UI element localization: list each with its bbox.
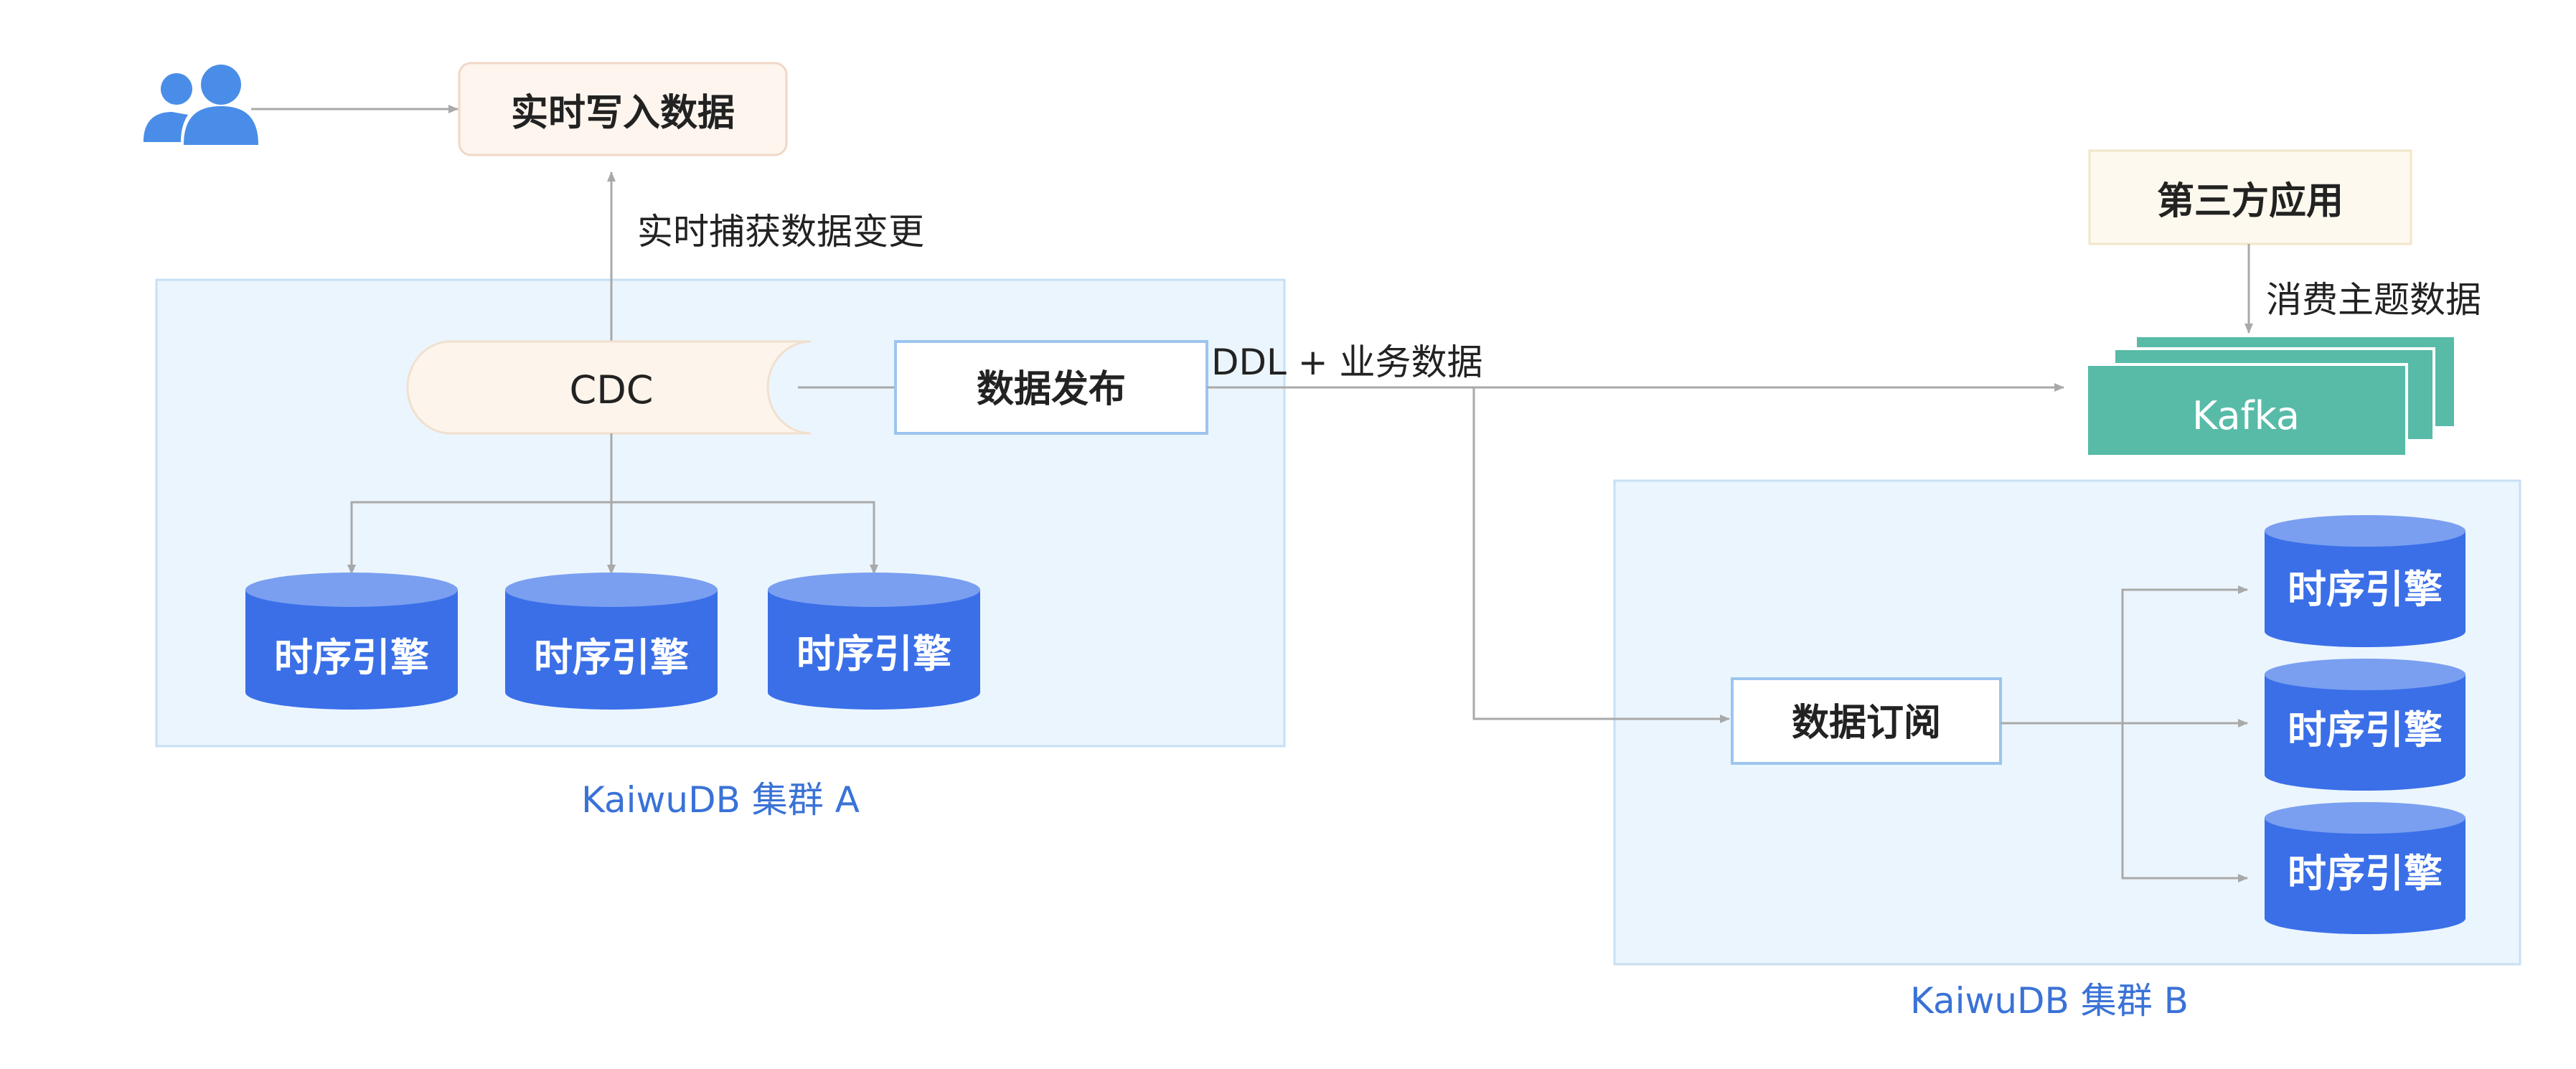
subscribe-box <box>1731 677 2002 765</box>
arrow-subscribe-to-engine-b1 <box>2121 585 2248 723</box>
kafka-text: Kafka <box>2192 393 2300 438</box>
cluster-a-label: KaiwuDB 集群 A <box>581 779 860 821</box>
engine-a1-text: 时序引擎 <box>274 635 429 680</box>
publish-box <box>894 340 1208 435</box>
arrow-cdc-to-engine-a3 <box>611 501 878 575</box>
engine-a2: 时序引擎 <box>505 573 718 710</box>
kafka-stack <box>2085 334 2457 458</box>
publish-text: 数据发布 <box>977 368 1126 411</box>
cluster-b-label: KaiwuDB 集群 B <box>1910 980 2189 1022</box>
arrow-cdc-to-engine-a1 <box>347 501 611 575</box>
engine-a1: 时序引擎 <box>245 573 458 710</box>
engine-b2: 时序引擎 <box>2265 659 2465 791</box>
capture-label: 实时捕获数据变更 <box>637 211 924 253</box>
engine-b2-text: 时序引擎 <box>2288 707 2443 753</box>
cdc-text: CDC <box>570 367 654 413</box>
third-party-text: 第三方应用 <box>2157 180 2344 223</box>
third-party-box <box>2088 149 2412 245</box>
consume-label: 消费主题数据 <box>2266 279 2481 321</box>
engine-b3-text: 时序引擎 <box>2288 851 2443 896</box>
users-icon <box>144 65 258 145</box>
engine-b3: 时序引擎 <box>2265 802 2465 934</box>
ddl-label: DDL + 业务数据 <box>1211 342 1483 383</box>
engine-b1: 时序引擎 <box>2265 515 2465 647</box>
cdc-shape <box>406 340 812 435</box>
engine-b1-text: 时序引擎 <box>2288 567 2443 612</box>
arrow-publish-to-subscribe <box>1472 387 1730 723</box>
realtime-write-text: 实时写入数据 <box>511 92 735 135</box>
arrow-subscribe-to-engine-b3 <box>2121 723 2248 882</box>
engine-a2-text: 时序引擎 <box>534 635 689 680</box>
engine-a3-text: 时序引擎 <box>796 631 951 677</box>
subscribe-text: 数据订阅 <box>1792 702 1941 745</box>
realtime-write-box <box>458 62 788 156</box>
engine-a3: 时序引擎 <box>768 573 980 710</box>
